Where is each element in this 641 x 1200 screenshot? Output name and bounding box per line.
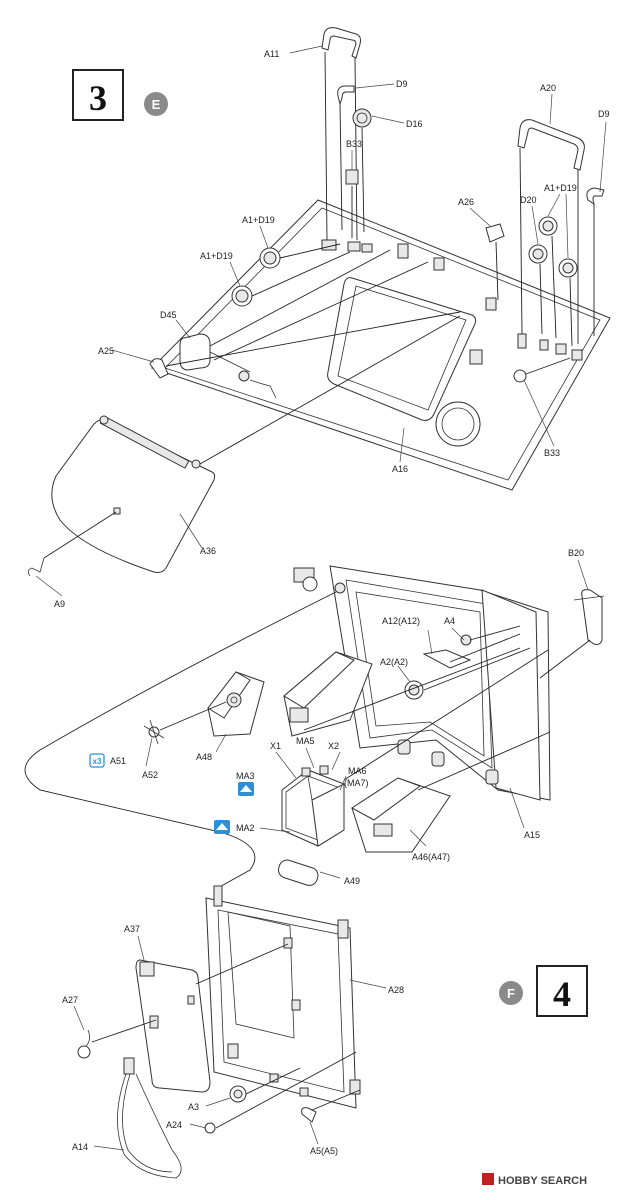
part-labels: A11 D9 D16 B33 A20 D9 A26 D20 A1+D19 A1+…: [54, 49, 610, 1156]
label-a3: A3: [188, 1102, 199, 1112]
label-x1: X1: [270, 741, 281, 751]
label-a25: A25: [98, 346, 114, 356]
label-ma7: (MA7): [344, 778, 369, 788]
step-number: 4: [553, 974, 571, 1014]
label-a27: A27: [62, 995, 78, 1005]
label-d16: D16: [406, 119, 423, 129]
step-badge: [499, 981, 523, 1005]
label-a4: A4: [444, 616, 455, 626]
label-a52: A52: [142, 770, 158, 780]
label-a51: A51: [110, 756, 126, 766]
part-d20-a1d19-right: [528, 216, 578, 347]
part-d45: [179, 249, 429, 399]
part-box-hood: [283, 647, 521, 737]
label-d20: D20: [520, 195, 537, 205]
label-a2: A2(A2): [380, 657, 408, 667]
label-ma3: MA3: [236, 771, 255, 781]
label-b33: B33: [544, 448, 560, 458]
part-a51-a52: [143, 701, 227, 745]
step-badge: [144, 92, 168, 116]
up-arrow-icon: [214, 820, 230, 834]
label-ma5: MA5: [296, 736, 315, 746]
hull-plate-a16: [151, 199, 611, 491]
label-a9: A9: [54, 599, 65, 609]
label-a14: A14: [72, 1142, 88, 1152]
part-a14-cable: [117, 1057, 182, 1179]
label-a16: A16: [392, 464, 408, 474]
round-hatch: [435, 401, 481, 447]
step-number-box: [536, 965, 588, 1017]
part-b33-lower: [513, 357, 571, 383]
part-a37: [135, 943, 289, 1093]
step-number: 3: [89, 78, 107, 118]
label-a28: A28: [388, 985, 404, 995]
part-a20-handle: [517, 119, 585, 344]
part-b20: [539, 589, 605, 679]
long-leader-line: [24, 591, 337, 891]
label-a1-d19: A1+D19: [544, 183, 577, 193]
label-a37: A37: [124, 924, 140, 934]
label-a46: A46(A47): [412, 852, 450, 862]
part-a12-a4-a2: [404, 625, 531, 700]
label-a11: A11: [264, 49, 279, 59]
label-d9: D9: [598, 109, 610, 119]
logo-icon: [482, 1173, 494, 1185]
part-a26: [485, 223, 505, 301]
label-a15: A15: [524, 830, 540, 840]
label-a48: A48: [196, 752, 212, 762]
label-ma6: MA6: [348, 766, 367, 776]
part-a9: [28, 511, 117, 577]
part-d9-clip: [586, 187, 605, 336]
part-jerrican: [281, 649, 549, 847]
label-ma2: MA2: [236, 823, 255, 833]
part-a3-a24: [204, 1051, 357, 1134]
watermark-text: HOBBY SEARCH: [498, 1175, 587, 1187]
part-a28-door: [205, 885, 361, 1109]
part-a1d19-left: [231, 243, 351, 307]
step-badge-letter: F: [507, 986, 515, 1001]
part-a15-plate: [329, 565, 551, 801]
part-a25: [149, 311, 461, 379]
step-badge-letter: E: [152, 97, 161, 112]
step-4-header: F 4: [499, 965, 588, 1017]
part-lamp-a15: [293, 567, 346, 594]
step-3-header: 3 E: [72, 69, 168, 121]
label-d9: D9: [396, 79, 408, 89]
part-a48: [207, 671, 265, 737]
part-a5: [301, 1089, 361, 1123]
label-a1-d19: A1+D19: [242, 215, 275, 225]
label-d45: D45: [160, 310, 177, 320]
leader-lines: [35, 45, 607, 1151]
label-a1-d19: A1+D19: [200, 251, 233, 261]
label-a12: A12(A12): [382, 616, 420, 626]
label-b20: B20: [568, 548, 584, 558]
part-a27: [77, 1019, 157, 1059]
part-a49: [278, 859, 319, 886]
label-a24: A24: [166, 1120, 182, 1130]
x3-icon-text: x3: [93, 757, 102, 766]
up-arrow-icon: [238, 782, 254, 796]
part-a11-handle: [321, 27, 361, 241]
label-a26: A26: [458, 197, 474, 207]
label-a49: A49: [344, 876, 360, 886]
part-a46: [351, 731, 551, 853]
step-number-box: [72, 69, 124, 121]
label-a36: A36: [200, 546, 216, 556]
label-x2: X2: [328, 741, 339, 751]
label-a5: A5(A5): [310, 1146, 338, 1156]
label-a20: A20: [540, 83, 556, 93]
label-b33: B33: [346, 139, 362, 149]
x3-icon: x3: [89, 753, 105, 768]
part-a36-hatch: [51, 315, 461, 573]
watermark: HOBBY SEARCH: [482, 1173, 587, 1187]
